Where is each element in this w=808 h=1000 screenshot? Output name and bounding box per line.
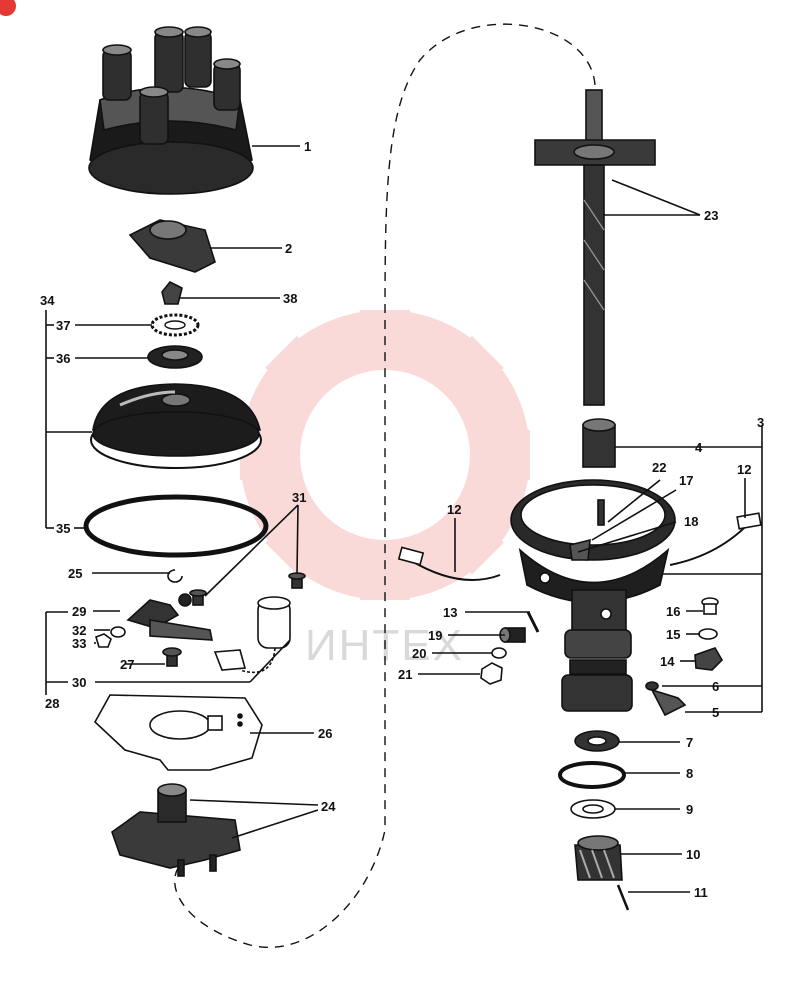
callout-14: 14 xyxy=(660,654,675,669)
o-ring xyxy=(558,761,626,789)
breaker-plate xyxy=(93,694,263,771)
callout-22: 22 xyxy=(652,460,666,475)
washer-15 xyxy=(698,628,718,640)
clamp-14 xyxy=(694,647,724,671)
callout-28: 28 xyxy=(45,696,59,711)
oiler xyxy=(645,681,687,717)
nut-33 xyxy=(95,633,112,648)
callout-4: 4 xyxy=(695,440,703,455)
spring-clip xyxy=(167,569,183,583)
assembly-path-dashed xyxy=(174,23,596,948)
pin-11 xyxy=(616,884,630,911)
callout-16: 16 xyxy=(666,604,680,619)
callout-24: 24 xyxy=(321,799,336,814)
watermark-text: ИНТЕХ xyxy=(305,621,464,670)
callout-29: 29 xyxy=(72,604,86,619)
bearing-nut xyxy=(147,345,203,369)
callout-11: 11 xyxy=(694,885,708,900)
callout-21: 21 xyxy=(398,667,412,682)
callout-1: 1 xyxy=(304,139,311,154)
callout-18: 18 xyxy=(684,514,698,529)
screw-27 xyxy=(162,647,182,667)
rotor xyxy=(128,219,216,273)
breaker-points xyxy=(126,593,213,641)
screw-nut-32 xyxy=(110,626,126,638)
spring-left xyxy=(397,546,501,581)
callout-3: 3 xyxy=(757,415,764,430)
clip-part-38 xyxy=(161,280,183,305)
callout-32: 32 xyxy=(72,623,86,638)
washer-20 xyxy=(491,647,507,659)
internal-pins xyxy=(569,499,605,561)
callout-23: 23 xyxy=(704,208,718,223)
callout-17: 17 xyxy=(679,473,693,488)
callout-34: 34 xyxy=(40,293,55,308)
callout-38: 38 xyxy=(283,291,297,306)
gasket-ring xyxy=(83,494,269,558)
thrust-washer xyxy=(574,730,620,752)
distributor-cap xyxy=(88,26,254,195)
callout-20: 20 xyxy=(412,646,426,661)
screw-31a xyxy=(189,589,207,606)
callout-31: 31 xyxy=(292,490,306,505)
callout-12b: 12 xyxy=(737,462,751,477)
callout-36: 36 xyxy=(56,351,70,366)
spring-right xyxy=(669,512,762,566)
leader-lines xyxy=(45,145,763,893)
callout-30: 30 xyxy=(72,675,86,690)
callout-9: 9 xyxy=(686,802,693,817)
nut-21 xyxy=(480,662,503,685)
callout-35: 35 xyxy=(56,521,70,536)
callout-5: 5 xyxy=(712,705,719,720)
corner-marker xyxy=(0,0,16,16)
bushing xyxy=(582,418,616,468)
washer-9 xyxy=(570,799,616,819)
callout-19: 19 xyxy=(428,628,442,643)
toothed-washer xyxy=(150,313,200,337)
callout-15: 15 xyxy=(666,627,680,642)
callout-10: 10 xyxy=(686,847,700,862)
screw-16 xyxy=(701,597,719,615)
drive-gear xyxy=(574,835,623,881)
callout-12a: 12 xyxy=(447,502,461,517)
callout-8: 8 xyxy=(686,766,693,781)
distributor-housing xyxy=(510,479,676,712)
callout-13: 13 xyxy=(443,605,457,620)
condenser xyxy=(213,596,291,674)
screw-31b xyxy=(288,572,306,589)
callout-6: 6 xyxy=(712,679,719,694)
callout-26: 26 xyxy=(318,726,332,741)
callout-25: 25 xyxy=(68,566,82,581)
callout-2: 2 xyxy=(285,241,292,256)
callout-37: 37 xyxy=(56,318,70,333)
callout-labels: 1 2 3 4 5 6 7 8 9 10 11 12 12 13 14 15 1… xyxy=(40,139,764,900)
callout-7: 7 xyxy=(686,735,693,750)
pin-13 xyxy=(526,611,540,633)
dust-shield xyxy=(90,383,262,469)
callout-33: 33 xyxy=(72,636,86,651)
callout-27: 27 xyxy=(120,657,134,672)
advance-mechanism xyxy=(111,783,241,877)
drive-shaft xyxy=(534,89,656,406)
